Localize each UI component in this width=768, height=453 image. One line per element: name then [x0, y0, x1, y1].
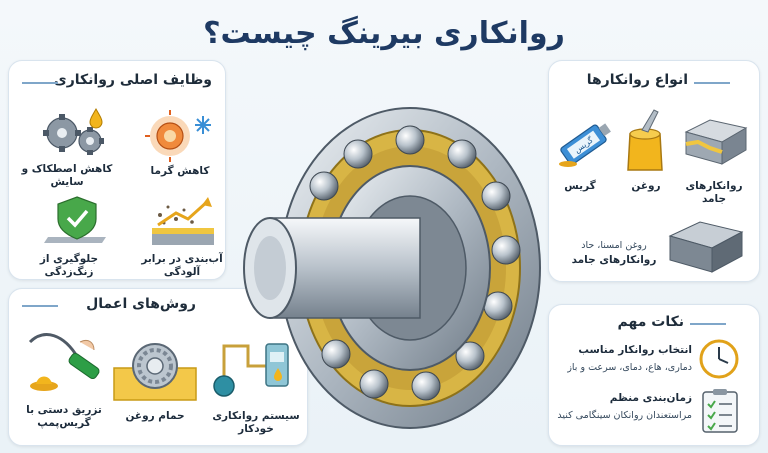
- methods-title: روش‌های اعمال: [86, 296, 196, 312]
- clock-icon: [699, 339, 739, 379]
- tip-label-select: انتخاب روانکار مناسب: [578, 344, 692, 356]
- methods-underline: [22, 305, 58, 307]
- oil-bath-icon: [113, 343, 197, 401]
- tip-label-schedule: زمان‌بندی منظم: [609, 392, 692, 404]
- function-label-rust: جلوگیری از زنگ‌زدگی: [39, 253, 99, 279]
- type-label-grease: گریس: [564, 180, 596, 192]
- type-extra-line1: روغن امسنا، حاد: [581, 240, 647, 251]
- auto-lubrication-system-icon: [213, 343, 289, 397]
- shield-check-icon: [44, 196, 106, 243]
- function-label-heat: کاهش گرما: [150, 165, 210, 177]
- grease-tube-icon: گریس: [559, 123, 611, 167]
- oil-can-icon: [627, 109, 663, 171]
- method-label-auto-system: سیستم روانکاری خودکار: [212, 410, 300, 436]
- function-label-friction: کاهش اصطکاک و سایش: [21, 163, 113, 189]
- gears-oil-drop-icon: [43, 107, 104, 155]
- solid-lubricant-block-icon: [684, 119, 748, 165]
- tips-title: نکات مهم: [617, 314, 685, 330]
- grease-gun-icon: [28, 333, 100, 391]
- contamination-seal-icon: [152, 197, 214, 245]
- method-label-oil-bath: حمام روغن: [125, 410, 185, 422]
- heat-cooling-icon: [145, 110, 211, 162]
- checklist-icon: [702, 389, 738, 433]
- ball-bearing-cutaway-illustration: [243, 107, 541, 429]
- types-title: انواع روانکارها: [586, 72, 688, 88]
- functions-underline: [22, 82, 58, 84]
- tip-sub-schedule: مراستعندان روانکان سینگامی کنید: [557, 410, 692, 421]
- type-extra-line2: روانکارهای جامد: [571, 254, 657, 266]
- types-underline: [694, 82, 730, 84]
- tip-sub-select: دماری، هاع، دمای، سرعت و باز: [567, 362, 692, 373]
- function-label-seal: آب‌بندی در برابر آلودگی: [141, 253, 223, 279]
- tips-underline: [690, 323, 726, 325]
- page-title: روانکاری بیرینگ چیست؟: [203, 16, 565, 51]
- type-label-solid: روانکارهای جامد: [685, 180, 743, 206]
- type-label-oil: روغن: [631, 180, 661, 192]
- functions-title: وظایف اصلی روانکاری: [53, 72, 212, 88]
- solid-block-icon: [668, 221, 744, 273]
- method-label-grease-gun: تزریق دستی با گریس‌پمپ: [26, 404, 102, 430]
